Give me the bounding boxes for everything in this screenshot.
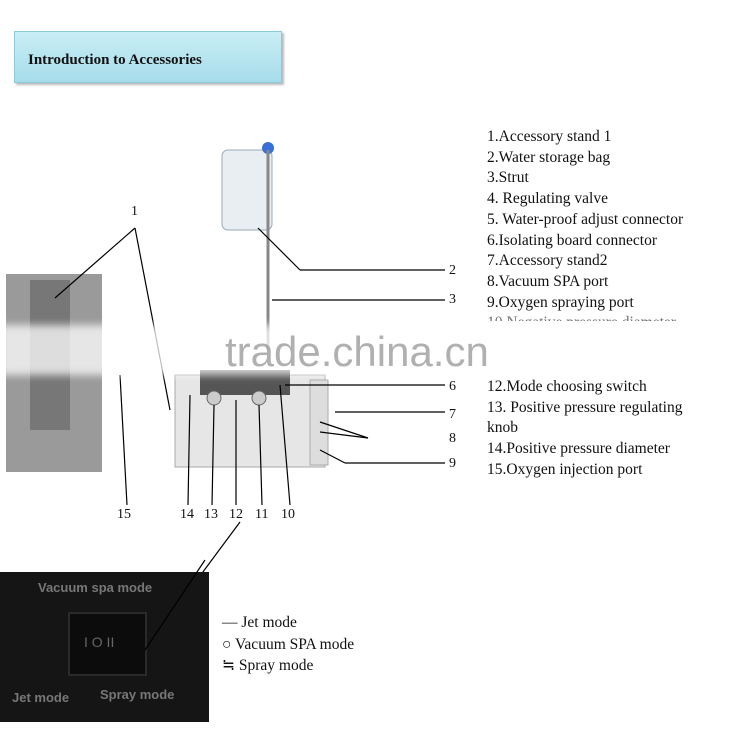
switch-symbols: I O II xyxy=(84,634,115,650)
side-panel xyxy=(309,379,329,466)
legend-item: 5. Water-proof adjust connector xyxy=(487,210,684,228)
legend-item: 3.Strut xyxy=(487,169,529,187)
callout-11: 11 xyxy=(255,507,269,522)
mode-legend: — Jet mode ○ Vacuum SPA mode ≒ Spray mod… xyxy=(222,612,354,677)
legend-item: 15.Oxygen injection port xyxy=(487,460,643,478)
water-storage-bag xyxy=(221,149,273,231)
legend-item: knob xyxy=(487,419,518,437)
legend-item: 7.Accessory stand2 xyxy=(487,252,608,270)
photo-label-vacuum: Vacuum spa mode xyxy=(38,580,153,595)
rocker-switch: I O II xyxy=(68,612,147,676)
legend-bottom: 12.Mode choosing switch 13. Positive pre… xyxy=(487,377,682,481)
legend-item: 6.Isolating board connector xyxy=(487,231,658,249)
legend-top: 1.Accessory stand 1 2.Water storage bag … xyxy=(487,127,683,321)
callout-1: 1 xyxy=(131,204,138,219)
photo-label-spray: Spray mode xyxy=(100,687,175,702)
callout-14: 14 xyxy=(180,507,194,522)
legend-item: 13. Positive pressure regulating xyxy=(487,398,683,416)
legend-item: 4. Regulating valve xyxy=(487,190,608,208)
callout-10: 10 xyxy=(281,507,295,522)
callout-3: 3 xyxy=(449,292,456,307)
watermark: trade.china.cn xyxy=(225,328,489,375)
callout-7: 7 xyxy=(449,407,456,422)
legend-item: 9.Oxygen spraying port xyxy=(487,293,634,311)
callout-8: 8 xyxy=(449,431,456,446)
legend-item: 14.Positive pressure diameter xyxy=(487,440,670,458)
legend-item: 8.Vacuum SPA port xyxy=(487,272,609,290)
bag-cap xyxy=(262,142,274,154)
callout-6: 6 xyxy=(449,379,456,394)
legend-item: 10.Negative pressure diameter xyxy=(487,313,683,321)
legend-item: 1.Accessory stand 1 xyxy=(487,128,612,145)
knob-11 xyxy=(251,390,267,406)
callout-9: 9 xyxy=(449,456,456,471)
legend-item: 2.Water storage bag xyxy=(487,148,611,166)
legend-item: 12.Mode choosing switch xyxy=(487,378,647,395)
title-banner: Introduction to Accessories xyxy=(14,31,282,83)
photo-label-jet: Jet mode xyxy=(12,690,70,705)
callout-lines xyxy=(54,227,445,651)
callout-15: 15 xyxy=(117,507,131,522)
callout-2: 2 xyxy=(449,263,456,278)
callout-12: 12 xyxy=(229,507,243,522)
mode-switch-photo: Vacuum spa mode I O II Jet mode Spray mo… xyxy=(0,572,209,722)
mode-jet: — Jet mode xyxy=(222,614,297,631)
mode-spray: ≒ Spray mode xyxy=(222,657,314,674)
title: Introduction to Accessories xyxy=(28,52,202,68)
callout-13: 13 xyxy=(204,507,218,522)
knob-13 xyxy=(206,390,222,406)
mode-vacuum: ○ Vacuum SPA mode xyxy=(222,635,355,653)
watermark-band xyxy=(0,325,750,375)
